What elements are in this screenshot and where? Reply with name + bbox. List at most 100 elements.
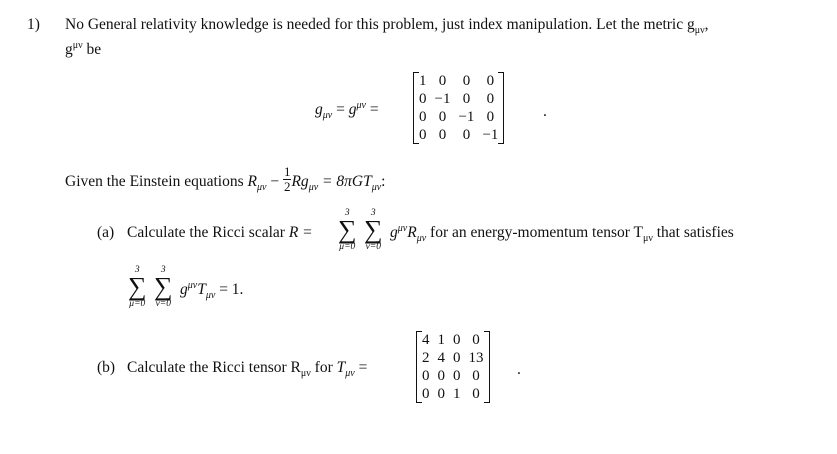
cond-sum-mu: 3 ∑ μ=0 bbox=[128, 265, 147, 309]
part-b-text2: for bbox=[310, 359, 337, 376]
tensor-cell: 4 bbox=[422, 332, 430, 348]
cond-sum-nu: 3 ∑ ν=0 bbox=[154, 265, 173, 309]
metric-cell: 0 bbox=[438, 109, 447, 125]
cond-g: g bbox=[180, 281, 188, 298]
metric-cell: 0 bbox=[462, 73, 471, 89]
cond-g-sup: μν bbox=[187, 279, 198, 291]
part-b-T-sub: μν bbox=[345, 368, 355, 380]
metric-trailing-period: . bbox=[543, 103, 547, 120]
intro-sup: μν bbox=[72, 39, 83, 51]
tensor-cell: 0 bbox=[453, 368, 461, 384]
part-b-T: T bbox=[336, 359, 346, 376]
einstein-minus: − bbox=[266, 173, 283, 191]
cond-T-sub: μν bbox=[205, 290, 216, 302]
metric-cell: −1 bbox=[458, 109, 475, 125]
metric-cell: −1 bbox=[434, 91, 451, 107]
tensor-cell: 0 bbox=[453, 350, 461, 366]
einstein-lead: Given the Einstein equations bbox=[65, 173, 248, 191]
metric-cell: −1 bbox=[482, 127, 499, 143]
cond-eq: = 1. bbox=[215, 281, 244, 298]
sum-top: 3 bbox=[370, 208, 376, 218]
sum-bottom: ν=0 bbox=[155, 299, 171, 309]
metric-equation-lhs: gμν = gμν = bbox=[315, 99, 379, 122]
part-a-R-eq: R = bbox=[288, 224, 313, 241]
intro-text: No General relativity knowledge is neede… bbox=[65, 16, 695, 33]
tensor-cell: 0 bbox=[437, 386, 446, 402]
sigma-icon: ∑ bbox=[338, 215, 357, 244]
sigma-icon: ∑ bbox=[364, 215, 383, 244]
sum-bottom: μ=0 bbox=[129, 299, 146, 309]
metric-cell: 0 bbox=[462, 91, 471, 107]
einstein-rhs: = 8πGT bbox=[318, 173, 372, 191]
metric-cell: 0 bbox=[438, 127, 447, 143]
part-a-T-sub: μν bbox=[642, 233, 653, 245]
sum-top: 3 bbox=[344, 208, 350, 218]
metric-cell: 0 bbox=[486, 73, 495, 89]
tensor-cell: 0 bbox=[437, 368, 446, 384]
metric-eq1: = bbox=[332, 101, 349, 118]
metric-g-upper: g bbox=[348, 101, 357, 118]
sum-bottom: μ=0 bbox=[339, 242, 356, 252]
einstein-R-sub: μν bbox=[257, 182, 267, 194]
frac-numerator: 1 bbox=[282, 164, 292, 180]
einstein-T-sub: μν bbox=[371, 182, 382, 194]
sum-top: 3 bbox=[134, 265, 140, 275]
sum-top: 3 bbox=[160, 265, 166, 275]
einstein-colon: : bbox=[381, 173, 386, 191]
intro-sub: μν bbox=[694, 25, 705, 37]
sigma-icon: ∑ bbox=[128, 272, 147, 301]
intro-g: g bbox=[65, 41, 73, 58]
part-a-g-sup: μν bbox=[397, 222, 408, 234]
tensor-cell: 0 bbox=[472, 386, 480, 402]
sum-bottom: ν=0 bbox=[365, 242, 381, 252]
sigma-icon: ∑ bbox=[154, 272, 173, 301]
intro-end: , bbox=[704, 16, 709, 33]
part-a-rest: gμνRμν for an energy-momentum tensor Tμν… bbox=[390, 222, 734, 245]
tensor-trailing-period: . bbox=[517, 361, 521, 378]
cond-T: T bbox=[197, 281, 206, 298]
metric-cell: 0 bbox=[438, 73, 447, 89]
frac-denominator: 2 bbox=[283, 179, 291, 194]
tensor-cell: 0 bbox=[453, 332, 461, 348]
tensor-cell: 1 bbox=[453, 386, 461, 402]
tensor-cell: 0 bbox=[472, 332, 480, 348]
einstein-Rg-sub: μν bbox=[308, 182, 319, 194]
problem-intro-line2: gμν be bbox=[65, 39, 102, 58]
tensor-cell: 0 bbox=[422, 368, 430, 384]
einstein-Rg: Rg bbox=[291, 173, 309, 191]
metric-g-upper-sup: μν bbox=[356, 99, 366, 111]
part-a-text: Calculate the Ricci scalar R = bbox=[127, 225, 313, 241]
part-b-R-sub: μν bbox=[300, 368, 311, 380]
metric-g-lower: g bbox=[315, 101, 323, 118]
metric-cell: 0 bbox=[462, 127, 471, 143]
part-a-R: R bbox=[407, 224, 417, 241]
problem-intro-line1: No General relativity knowledge is neede… bbox=[65, 16, 709, 37]
part-a-text3: that satisfies bbox=[652, 224, 734, 241]
metric-cell: 0 bbox=[419, 109, 427, 125]
part-a-condition: gμνTμν = 1. bbox=[180, 279, 244, 302]
part-a-label: (a) bbox=[97, 224, 115, 241]
metric-g-lower-sub: μν bbox=[322, 110, 333, 122]
einstein-R: R bbox=[247, 173, 257, 191]
tensor-cell: 2 bbox=[422, 350, 430, 366]
metric-cell: 0 bbox=[419, 91, 427, 107]
tensor-cell: 13 bbox=[468, 350, 484, 366]
intro-be: be bbox=[82, 41, 102, 58]
part-a-text1: Calculate the Ricci scalar bbox=[127, 224, 289, 241]
part-b-text1: Calculate the Ricci tensor R bbox=[127, 359, 301, 376]
metric-eq2: = bbox=[365, 101, 379, 118]
part-b-label: (b) bbox=[97, 359, 116, 376]
tensor-cell: 0 bbox=[422, 386, 430, 402]
part-b-eq: = bbox=[354, 359, 368, 376]
part-a-text2: for an energy-momentum tensor T bbox=[426, 224, 643, 241]
part-a-g: g bbox=[390, 224, 398, 241]
part-b-text: Calculate the Ricci tensor Rμν for Tμν = bbox=[127, 359, 368, 380]
tensor-cell: 4 bbox=[437, 350, 446, 366]
sum-mu: 3 ∑ μ=0 bbox=[338, 208, 357, 252]
part-a-R-sub: μν bbox=[416, 233, 427, 245]
problem-number: 1) bbox=[27, 16, 40, 33]
